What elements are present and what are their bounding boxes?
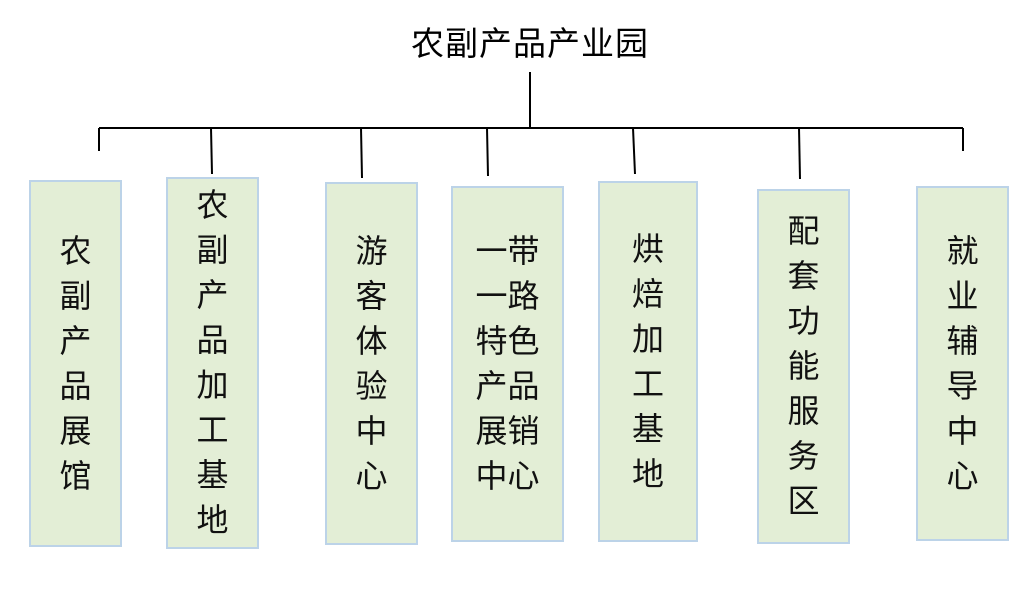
drop-line-5 <box>632 127 636 175</box>
child-node-label: 烘 焙 加 工 基 地 <box>631 229 664 493</box>
child-node-2: 农 副 产 品 加 工 基 地 <box>166 177 259 549</box>
child-node-label: 农 副 产 品 加 工 基 地 <box>196 186 229 539</box>
child-node-5: 烘 焙 加 工 基 地 <box>598 181 698 542</box>
child-node-label: 一带 一路 特色 产品 展销 中心 <box>475 232 540 495</box>
child-node-label: 就 业 辅 导 中 心 <box>946 231 979 495</box>
child-node-7: 就 业 辅 导 中 心 <box>916 186 1009 541</box>
root-node-title: 农副产品产业园 <box>411 24 649 63</box>
child-node-3: 游 客 体 验 中 心 <box>325 182 418 545</box>
child-node-6: 配 套 功 能 服 务 区 <box>757 189 850 544</box>
child-node-label: 配 套 功 能 服 务 区 <box>787 212 820 520</box>
drop-line-3 <box>360 127 363 179</box>
child-node-1: 农 副 产 品 展 馆 <box>29 180 122 547</box>
child-node-label: 农 副 产 品 展 馆 <box>59 231 92 495</box>
child-node-4: 一带 一路 特色 产品 展销 中心 <box>451 186 564 542</box>
drop-line-2 <box>210 127 213 175</box>
child-node-label: 游 客 体 验 中 心 <box>355 231 388 495</box>
drop-line-6 <box>798 127 801 180</box>
drop-line-4 <box>486 127 489 177</box>
